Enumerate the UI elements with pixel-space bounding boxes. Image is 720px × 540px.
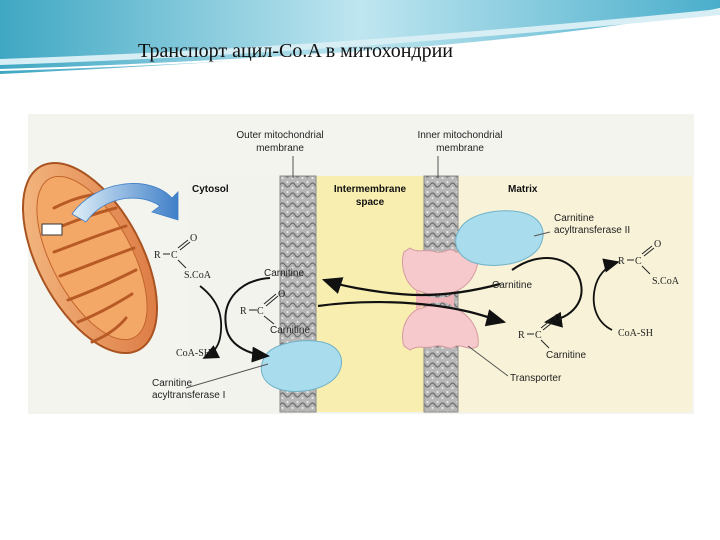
inner-membrane-label-l2: membrane xyxy=(436,143,484,154)
transporter-protein xyxy=(402,247,479,351)
cyt-acyl-sco: S.CoA xyxy=(184,270,212,281)
cyt-carnitine-top: Carnitine xyxy=(264,268,304,279)
coa-sh-in-arrow xyxy=(592,258,620,331)
slide-header-decoration xyxy=(0,0,720,74)
mtx-coa-sh: CoA-SH xyxy=(618,328,653,339)
zoom-arrow xyxy=(71,183,179,223)
cat-i-enzyme xyxy=(260,340,342,392)
cyt-mid-c: C xyxy=(257,306,264,317)
outer-membrane-label-l1: Outer mitochondrial xyxy=(236,130,323,141)
mtx-acyl-c: C xyxy=(635,256,642,267)
transporter-label: Transporter xyxy=(510,373,562,384)
intermembrane-label-l2: space xyxy=(356,197,385,208)
cat-i-label-l2: acyltransferase I xyxy=(152,390,225,401)
mitochondrion-illustration xyxy=(21,161,159,355)
mtx-mid-c: C xyxy=(535,330,542,341)
matrix-label: Matrix xyxy=(508,184,538,195)
cyt-acyl-c: C xyxy=(171,250,178,261)
mtx-acyl-sco: S.CoA xyxy=(652,276,680,287)
cyt-coa-sh: CoA-SH xyxy=(176,348,211,359)
acylcarnitine-import-arrow xyxy=(317,300,507,327)
cyt-carnitine-bottom: Carnitine xyxy=(270,325,310,336)
cat-i-label-l1: Carnitine xyxy=(152,378,192,389)
mtx-mid-o: O xyxy=(554,313,561,324)
acyl-coa-in-arrow xyxy=(199,285,222,359)
carnitine-return-arrow xyxy=(321,277,501,297)
cat-i-cycle-arrow xyxy=(224,277,271,363)
intermembrane-label-l1: Intermembrane xyxy=(334,184,407,195)
mtx-mid-r: R xyxy=(518,330,525,341)
cyt-mid-r: R xyxy=(240,306,247,317)
outer-membrane-label-l2: membrane xyxy=(256,143,304,154)
cyt-acyl-o: O xyxy=(190,233,197,244)
cyt-acyl-r: R xyxy=(154,250,161,261)
cat-ii-label-l1: Carnitine xyxy=(554,213,594,224)
mtx-acyl-o: O xyxy=(654,239,661,250)
cat-ii-cycle-arrow xyxy=(511,256,583,328)
inner-membrane-label-l1: Inner mitochondrial xyxy=(417,130,502,141)
placeholder-box xyxy=(41,223,63,236)
mtx-carnitine-top: Carnitine xyxy=(492,280,532,291)
mtx-acyl-r: R xyxy=(618,256,625,267)
cyt-mid-o: O xyxy=(278,289,285,300)
cat-ii-enzyme xyxy=(455,210,544,266)
cytosol-label: Cytosol xyxy=(192,184,229,195)
cat-ii-label-l2: acyltransferase II xyxy=(554,225,630,236)
mtx-carnitine-bottom: Carnitine xyxy=(546,350,586,361)
slide-title: Транспорт ацил-Co.A в митохондрии xyxy=(138,40,453,62)
